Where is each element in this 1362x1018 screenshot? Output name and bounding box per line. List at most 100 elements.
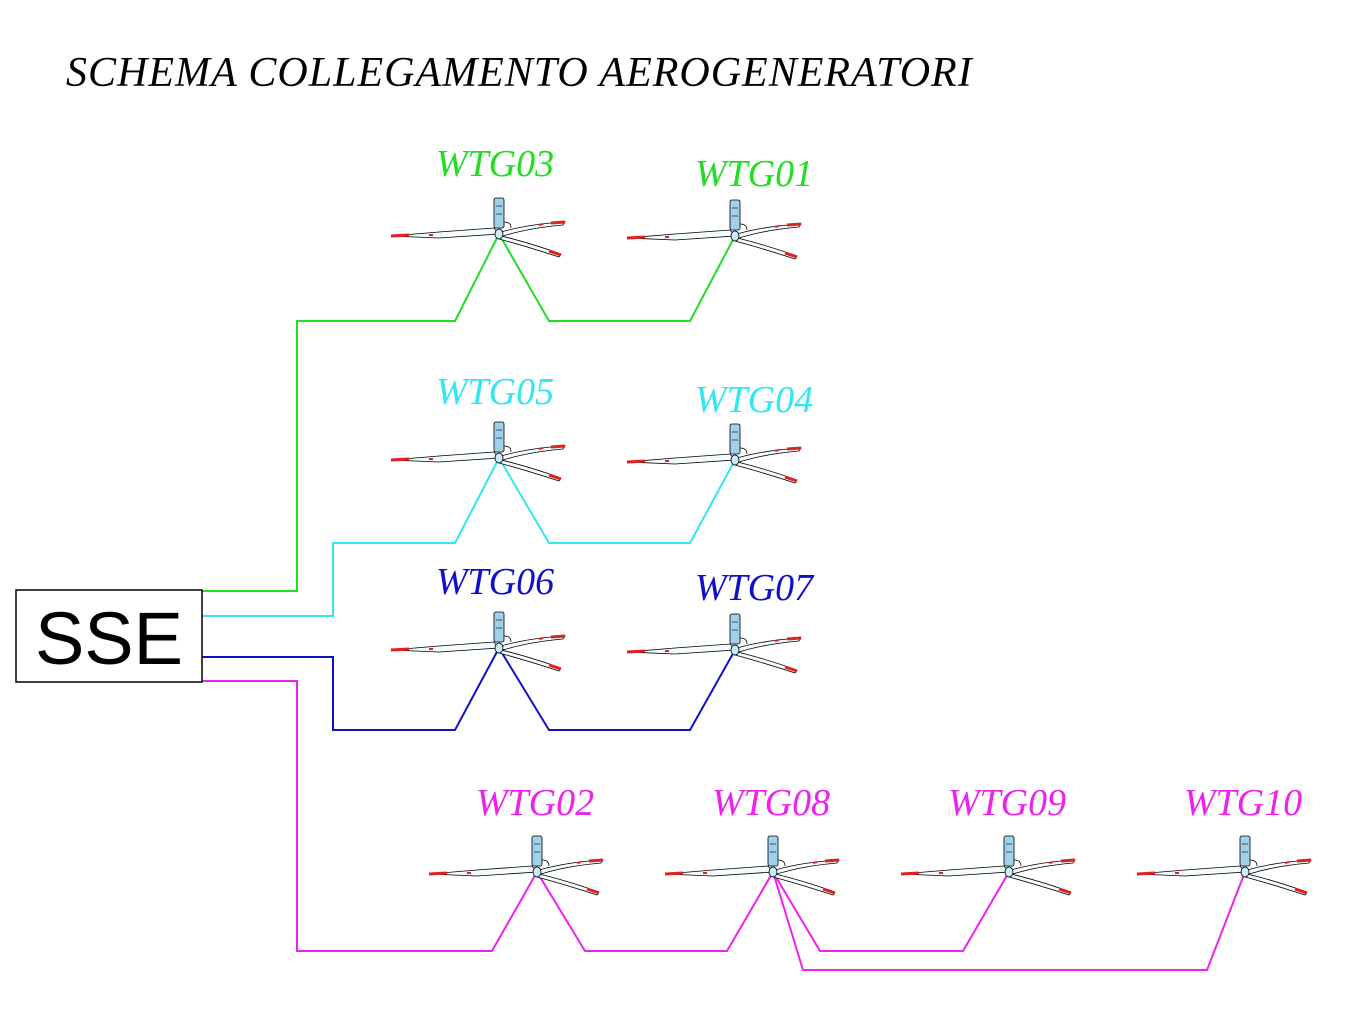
- nacelle: [729, 199, 741, 231]
- turbine-label-wtg06: WTG06: [436, 561, 554, 603]
- nacelle: [493, 611, 505, 643]
- nacelle: [729, 423, 741, 455]
- blade-tip-left: [626, 649, 646, 654]
- rotor-hub: [1240, 866, 1250, 878]
- nacelle-detail: [1249, 859, 1258, 867]
- blade-mark: [774, 225, 780, 228]
- blade-tip-right-upper: [786, 636, 802, 641]
- turbine-wtg04: [626, 423, 802, 484]
- cable-wtg03-to-wtg01: [498, 233, 736, 322]
- nacelle: [493, 197, 505, 229]
- blade-mark: [812, 861, 818, 864]
- blade-tip-right-upper: [550, 444, 566, 449]
- blade-tip-right-upper: [588, 858, 604, 863]
- nacelle: [729, 613, 741, 645]
- blade-tip-right-lower: [784, 665, 798, 673]
- substation-label: SSE: [35, 597, 183, 680]
- blade-tip-left: [900, 871, 920, 876]
- cable-wtg06-to-wtg07: [498, 647, 736, 731]
- blade-right-lower: [734, 237, 798, 260]
- blade-mark: [1048, 861, 1054, 864]
- rotor-hub: [730, 454, 740, 466]
- turbine-wtg05: [390, 421, 566, 482]
- blade-right-lower: [498, 649, 562, 672]
- nacelle-detail: [503, 445, 512, 453]
- blade-tip-right-lower: [784, 251, 798, 259]
- turbine-label-wtg02: WTG02: [476, 782, 594, 824]
- blade-right-lower: [536, 873, 600, 896]
- blade-tip-right-lower: [548, 663, 562, 671]
- nacelle-detail: [503, 635, 512, 643]
- blade-tip-right-upper: [786, 222, 802, 227]
- blade-tip-right-lower: [586, 887, 600, 895]
- turbine-wtg09: [900, 835, 1076, 896]
- blade-mark: [538, 637, 544, 640]
- nacelle: [767, 835, 779, 867]
- blade-tip-right-lower: [548, 249, 562, 257]
- blade-right-lower: [498, 459, 562, 482]
- blade-tip-left: [428, 871, 448, 876]
- blade-tip-right-upper: [1060, 858, 1076, 863]
- blade-tip-left: [390, 647, 410, 652]
- blade-tip-right-lower: [784, 475, 798, 483]
- blade-mark: [1284, 861, 1290, 864]
- substation-rect: [15, 589, 203, 683]
- cable-wtg08-to-wtg10: [772, 871, 1246, 971]
- blade-mark: [774, 449, 780, 452]
- cable-wtg08-to-wtg09: [772, 871, 1010, 952]
- rotor-hub: [494, 452, 504, 464]
- turbine-wtg01: [626, 199, 802, 260]
- blade-tip-left: [626, 235, 646, 240]
- rotor-hub: [494, 642, 504, 654]
- blade-right-lower: [772, 873, 836, 896]
- blade-tip-right-upper: [550, 634, 566, 639]
- blade-right-lower: [1244, 873, 1308, 896]
- blade-mark: [774, 639, 780, 642]
- turbine-label-wtg03: WTG03: [436, 143, 554, 185]
- blade-tip-left: [390, 457, 410, 462]
- cable-routes: [202, 233, 1246, 971]
- substation-box: SSE: [15, 589, 203, 683]
- turbine-label-wtg09: WTG09: [948, 782, 1066, 824]
- rotor-hub: [730, 230, 740, 242]
- cable-sse-to-wtg02: [202, 680, 538, 952]
- diagram-title: SCHEMA COLLEGAMENTO AEROGENERATORI: [66, 50, 974, 96]
- blade-mark: [538, 223, 544, 226]
- rotor-hub: [532, 866, 542, 878]
- cable-sse-to-wtg05: [202, 457, 500, 617]
- nacelle-detail: [541, 859, 550, 867]
- nacelle-detail: [739, 637, 748, 645]
- nacelle: [1003, 835, 1015, 867]
- blade-tip-right-lower: [1294, 887, 1308, 895]
- blade-tip-left: [664, 871, 684, 876]
- rotor-hub: [768, 866, 778, 878]
- blade-right-lower: [734, 461, 798, 484]
- blade-tip-right-upper: [824, 858, 840, 863]
- blade-tip-right-upper: [1296, 858, 1312, 863]
- nacelle-detail: [1013, 859, 1022, 867]
- blade-tip-right-lower: [1058, 887, 1072, 895]
- blade-mark: [576, 861, 582, 864]
- blade-mark: [538, 447, 544, 450]
- nacelle-detail: [739, 447, 748, 455]
- cable-wtg02-to-wtg08: [536, 871, 774, 952]
- turbine-label-wtg08: WTG08: [712, 782, 830, 824]
- turbine-wtg07: [626, 613, 802, 674]
- blade-tip-left: [1136, 871, 1156, 876]
- cable-sse-to-wtg06: [202, 647, 500, 731]
- turbine-wtg08: [664, 835, 840, 896]
- nacelle: [531, 835, 543, 867]
- blade-right-lower: [734, 651, 798, 674]
- nacelle-detail: [777, 859, 786, 867]
- turbine-wtg02: [428, 835, 604, 896]
- nacelle: [493, 421, 505, 453]
- nacelle: [1239, 835, 1251, 867]
- turbine-label-wtg07: WTG07: [695, 567, 815, 609]
- turbine-wtg10: [1136, 835, 1312, 896]
- blade-tip-right-upper: [550, 220, 566, 225]
- nacelle-detail: [739, 223, 748, 231]
- turbine-label-wtg10: WTG10: [1184, 782, 1302, 824]
- blade-tip-left: [390, 233, 410, 238]
